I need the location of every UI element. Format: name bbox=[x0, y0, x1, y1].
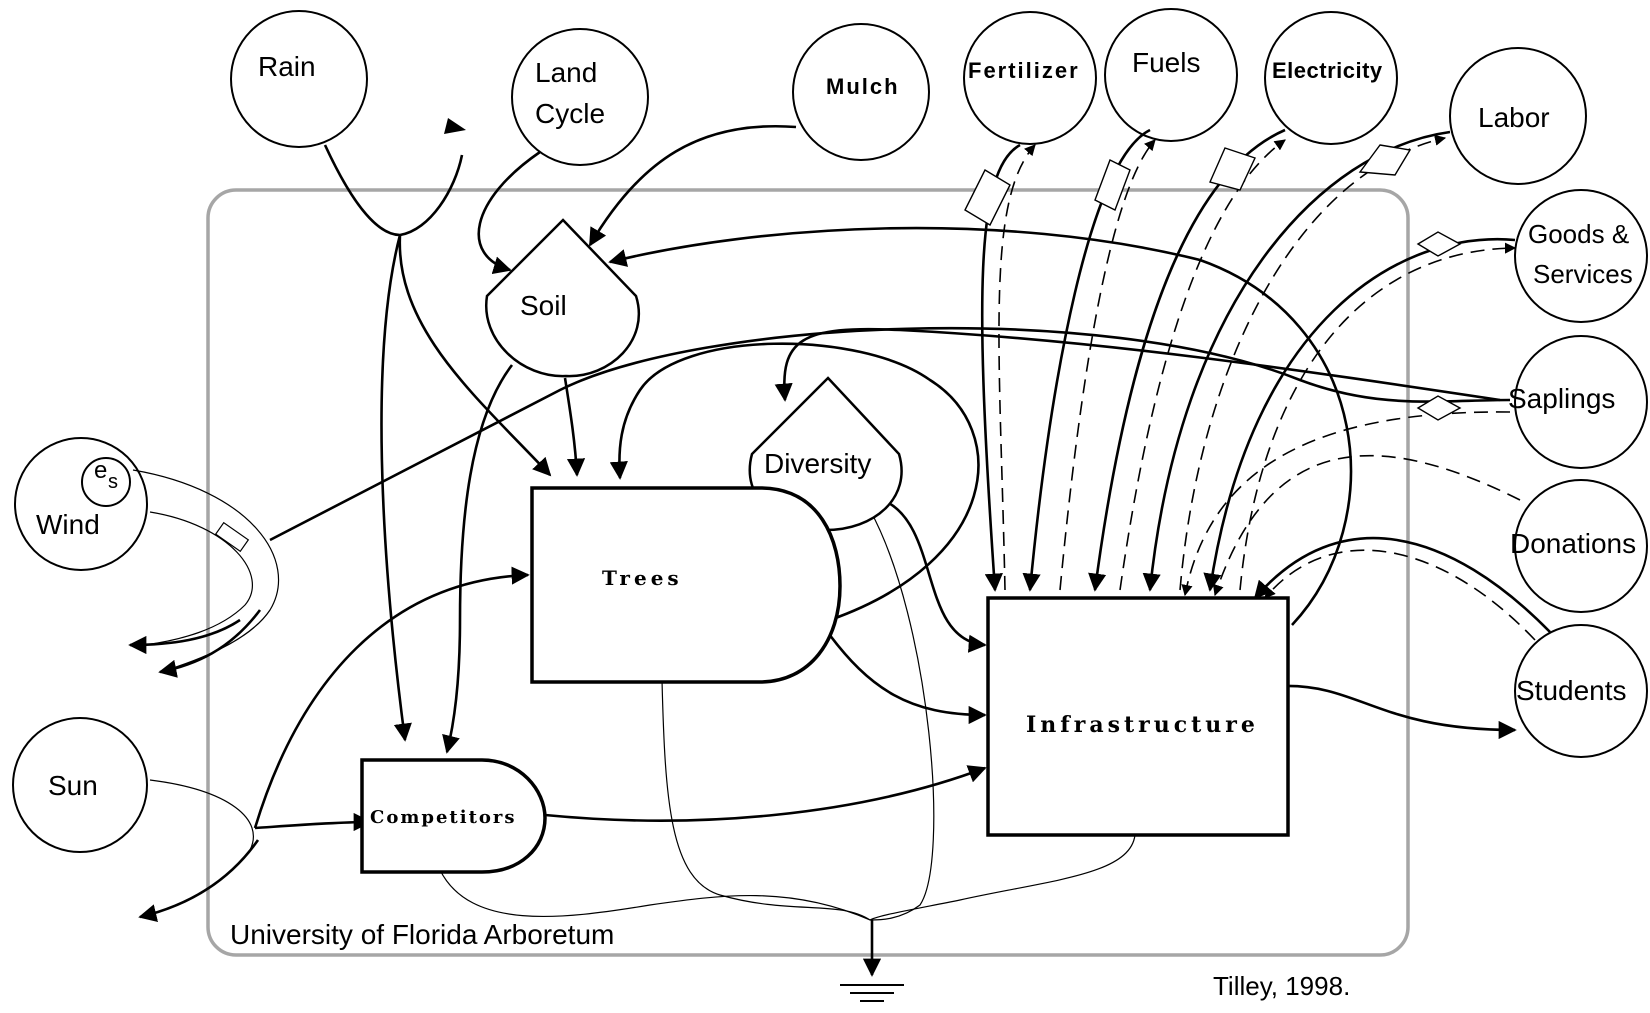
heat-sink-icon bbox=[840, 984, 904, 1002]
source-labor: Labor bbox=[1449, 47, 1587, 185]
rain-to-trees bbox=[398, 234, 552, 477]
diversity-to-infra bbox=[886, 500, 987, 653]
trees-label: Trees bbox=[602, 566, 683, 590]
producer-competitors: Competitors bbox=[360, 758, 547, 874]
source-students: Students bbox=[1514, 624, 1648, 758]
trees-to-infra bbox=[824, 629, 987, 725]
wind-label: Wind bbox=[36, 509, 100, 540]
diversity-heat bbox=[869, 509, 935, 921]
fertilizer-flow bbox=[980, 143, 1021, 592]
land-cycle-label-1: Land bbox=[535, 57, 597, 88]
competitors-heat bbox=[439, 869, 871, 921]
wind-sub-label: e bbox=[94, 457, 107, 484]
soil-to-competitors bbox=[442, 364, 514, 754]
students-label: Students bbox=[1516, 675, 1627, 706]
infrastructure-box: Infrastructure bbox=[986, 596, 1290, 837]
land-to-soil bbox=[477, 150, 541, 274]
fuels-money bbox=[1059, 139, 1156, 591]
diversity-label: Diversity bbox=[764, 448, 871, 479]
infrastructure-label: Infrastructure bbox=[1026, 712, 1259, 738]
wind-out-1 bbox=[128, 618, 241, 655]
source-sun: Sun bbox=[12, 717, 148, 853]
boundary-label: University of Florida Arboretum bbox=[230, 919, 614, 950]
labor-exchange bbox=[1358, 144, 1412, 176]
source-rain: Rain bbox=[230, 10, 368, 148]
source-donations: Donations bbox=[1510, 479, 1648, 613]
rain-to-competitors bbox=[380, 234, 412, 742]
sun-label: Sun bbox=[48, 770, 98, 801]
infra-to-students bbox=[1284, 684, 1517, 740]
sun-to-competitors bbox=[254, 812, 372, 832]
students-to-infra bbox=[1253, 536, 1551, 633]
donations-to-infra bbox=[1212, 454, 1521, 597]
goods-label-2: Services bbox=[1533, 259, 1633, 289]
trees-heat bbox=[661, 679, 871, 921]
source-land-cycle: Land Cycle bbox=[511, 28, 649, 166]
system-boundary bbox=[206, 188, 1410, 957]
rain-label: Rain bbox=[258, 51, 316, 82]
goods-exchange bbox=[1416, 231, 1462, 257]
electricity-money bbox=[1119, 139, 1286, 591]
land-cycle-label-2: Cycle bbox=[535, 98, 605, 129]
mulch-label: Mulch bbox=[826, 74, 900, 99]
sun-flow bbox=[149, 779, 254, 851]
labor-flow bbox=[1142, 130, 1451, 592]
saplings-label: Saplings bbox=[1508, 383, 1615, 414]
credit-label: Tilley, 1998. bbox=[1213, 971, 1350, 1001]
source-fertilizer: Fertilizer bbox=[963, 11, 1097, 145]
storage-soil: Soil bbox=[484, 218, 641, 378]
soil-label: Soil bbox=[520, 290, 567, 321]
fertilizer-exchange bbox=[964, 169, 1011, 226]
fuels-exchange bbox=[1094, 159, 1131, 211]
electricity-flow bbox=[1088, 128, 1286, 592]
infra-to-soil bbox=[608, 226, 1353, 626]
electricity-label: Electricity bbox=[1272, 58, 1383, 83]
source-wind: e s Wind bbox=[14, 437, 148, 571]
fuels-flow bbox=[1022, 128, 1151, 592]
rain-arrowhead bbox=[444, 118, 466, 134]
students-dashed-to-infra bbox=[1264, 549, 1536, 641]
mulch-to-soil bbox=[588, 124, 797, 247]
goods-money bbox=[1239, 242, 1517, 591]
wind-interaction-box bbox=[214, 521, 250, 553]
electricity-exchange bbox=[1209, 147, 1256, 191]
trees-to-diversity-loop bbox=[609, 342, 980, 622]
fuels-label: Fuels bbox=[1132, 47, 1200, 78]
saplings-exchange bbox=[1416, 395, 1462, 421]
donations-label: Donations bbox=[1510, 528, 1636, 559]
fertilizer-money bbox=[998, 144, 1036, 591]
labor-label: Labor bbox=[1478, 102, 1550, 133]
soil-to-trees bbox=[563, 377, 586, 477]
wind-pipe-inner bbox=[144, 511, 253, 646]
sun-out bbox=[138, 839, 260, 923]
infra-heat bbox=[869, 834, 1136, 921]
source-goods-services: Goods & Services bbox=[1514, 189, 1648, 323]
competitors-to-infra bbox=[544, 765, 987, 822]
wind-sub-s-label: s bbox=[108, 471, 118, 493]
source-fuels: Fuels bbox=[1104, 8, 1238, 142]
wind-pipe-outer bbox=[132, 469, 280, 673]
wind-to-saplings bbox=[269, 326, 1511, 542]
goods-label-1: Goods & bbox=[1528, 219, 1629, 249]
wind-out-2 bbox=[158, 609, 262, 678]
goods-flow bbox=[1203, 237, 1516, 592]
source-electricity: Electricity bbox=[1264, 11, 1398, 145]
sun-to-trees bbox=[253, 566, 530, 829]
competitors-label: Competitors bbox=[370, 807, 517, 828]
fertilizer-label: Fertilizer bbox=[968, 58, 1080, 83]
source-saplings: Saplings bbox=[1508, 335, 1648, 469]
source-mulch: Mulch bbox=[792, 23, 930, 161]
producer-trees: Trees bbox=[530, 486, 842, 684]
saplings-to-diversity bbox=[774, 327, 1501, 402]
